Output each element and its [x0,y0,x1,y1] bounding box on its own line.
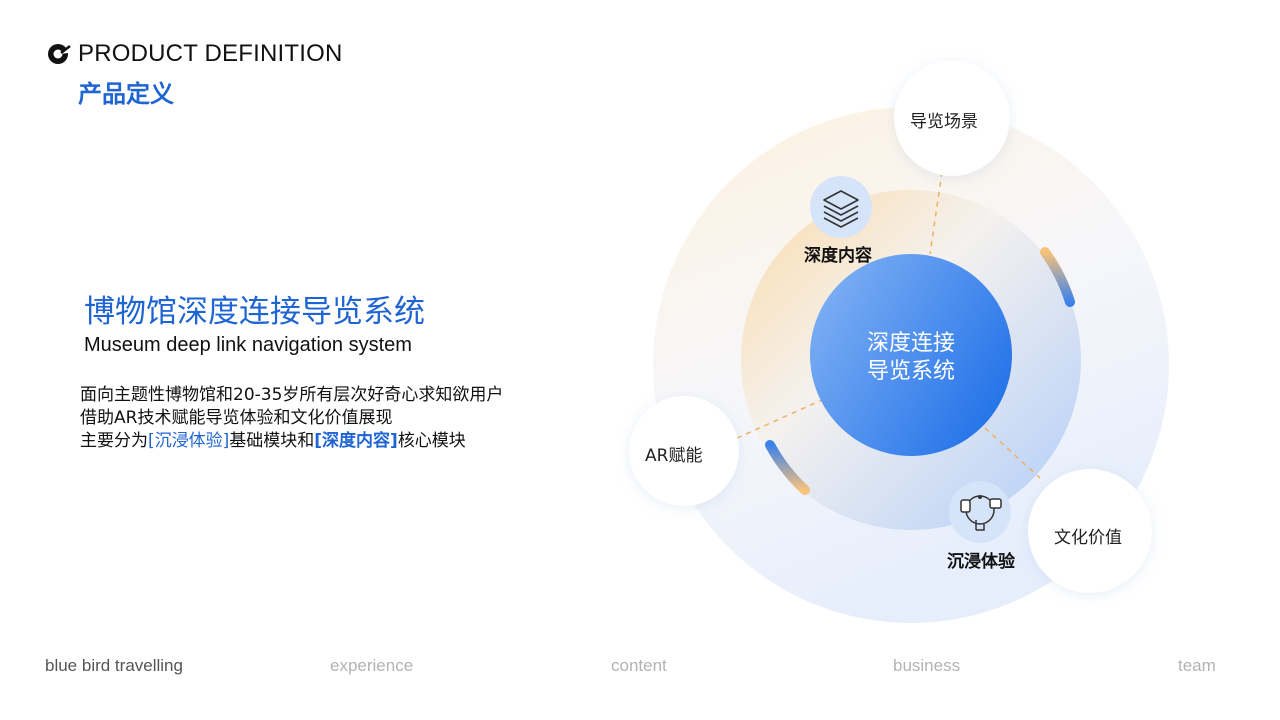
bubble-culture [1028,469,1152,593]
bubble-ar [629,396,739,506]
highlight-deep-content: [深度内容] [314,431,398,451]
stack-icon [810,176,872,238]
outer-label-culture: 文化价值 [1054,528,1122,548]
node-label-deep-content: 深度内容 [804,246,872,266]
desc-line-3-pre: 主要分为 [80,431,148,451]
bubble-scene [894,60,1010,176]
core-label-line-2: 导览系统 [866,359,955,384]
footer-nav-content[interactable]: content [611,656,667,675]
node-label-immersive: 沉浸体验 [947,552,1015,572]
highlight-immersive: [沉浸体验] [148,431,230,451]
section-title-cn: 产品定义 [78,80,174,108]
brand-logo-icon [48,44,71,64]
desc-line-3-mid: 基础模块和 [229,431,315,451]
desc-line-3: 主要分为[沉浸体验]基础模块和[深度内容]核心模块 [80,430,503,453]
desc-line-2: 借助AR技术赋能导览体验和文化价值展现 [80,408,393,428]
brand-row: PRODUCT DEFINITION [46,40,343,68]
footer-nav-business[interactable]: business [893,656,961,675]
core-label: 深度连接 导览系统 [811,330,1011,386]
product-description: 面向主题性博物馆和20-35岁所有层次好奇心求知欲用户 借助AR技术赋能导览体验… [80,384,503,453]
core-label-line-1: 深度连接 [866,331,955,356]
footer-nav-experience[interactable]: experience [330,656,414,675]
product-subtitle: Museum deep link navigation system [84,334,412,356]
desc-line-3-post: 核心模块 [397,431,466,451]
core-circle [810,254,1012,456]
orbit-arc-bottom [765,440,810,495]
outer-label-ar: AR赋能 [645,446,703,466]
immersive-icon [949,481,1011,543]
desc-line-1: 面向主题性博物馆和20-35岁所有层次好奇心求知欲用户 [80,385,504,405]
connector-scene [929,171,943,255]
footer-nav-home[interactable]: blue bird travelling [45,656,183,675]
footer-nav-team[interactable]: team [1178,656,1216,675]
page-header: PRODUCT DEFINITION 产品定义 [46,40,343,108]
product-title: 博物馆深度连接导览系统 [84,294,425,330]
orbit-arc-top [1040,247,1075,307]
connector-culture [984,427,1041,479]
outer-label-scene: 导览场景 [910,112,978,132]
section-title-en: PRODUCT DEFINITION [78,40,343,67]
